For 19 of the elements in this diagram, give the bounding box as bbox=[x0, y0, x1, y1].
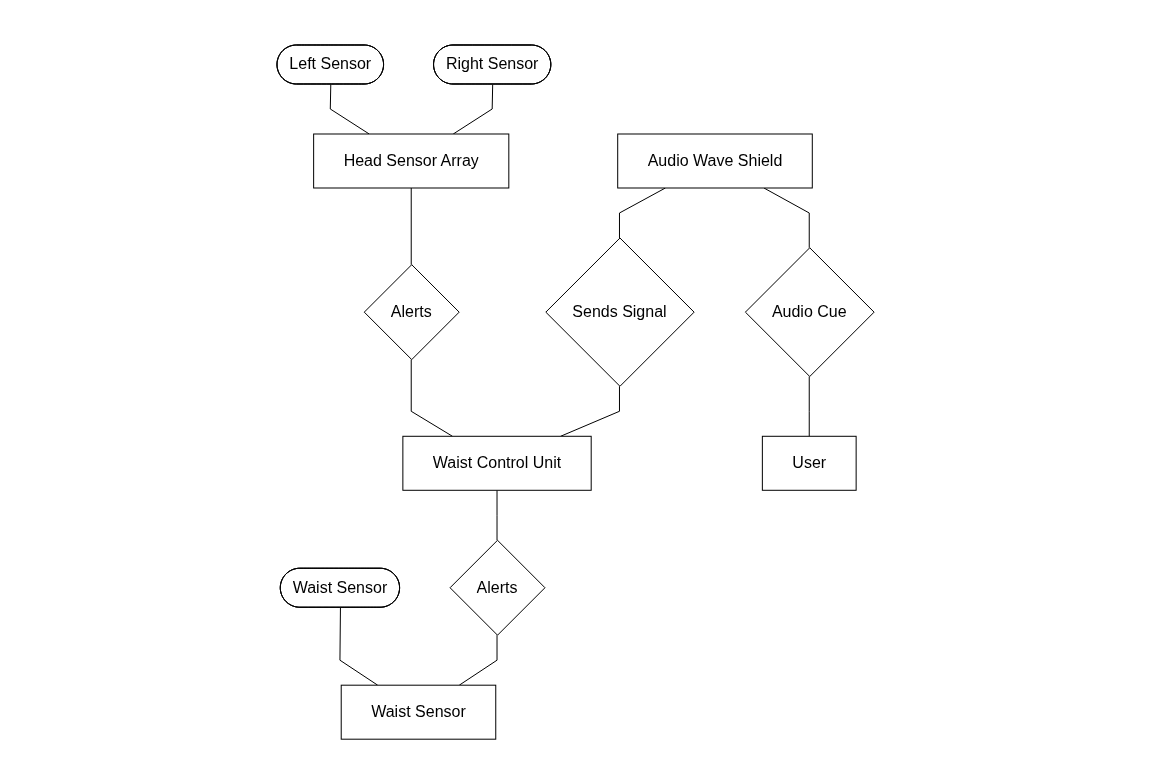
node-box: Audio Wave Shield bbox=[617, 133, 813, 189]
node-box: User bbox=[761, 435, 857, 491]
connector bbox=[458, 634, 498, 686]
connector bbox=[329, 83, 370, 135]
node-box: Waist Sensor bbox=[340, 684, 497, 740]
node-box: Waist Control Unit bbox=[402, 435, 592, 491]
connector bbox=[808, 375, 810, 437]
node-box: Head Sensor Array bbox=[313, 133, 510, 189]
connector bbox=[410, 187, 412, 266]
connector bbox=[339, 607, 379, 686]
connector bbox=[560, 385, 620, 437]
connector bbox=[618, 187, 666, 239]
connector bbox=[410, 359, 453, 437]
connector bbox=[496, 489, 498, 541]
node-diamond: Alerts bbox=[449, 539, 546, 636]
node-diamond: Audio Cue bbox=[744, 247, 875, 377]
connector bbox=[763, 187, 810, 249]
node-diamond: Sends Signal bbox=[545, 237, 695, 387]
node-diamond: Alerts bbox=[363, 264, 460, 360]
